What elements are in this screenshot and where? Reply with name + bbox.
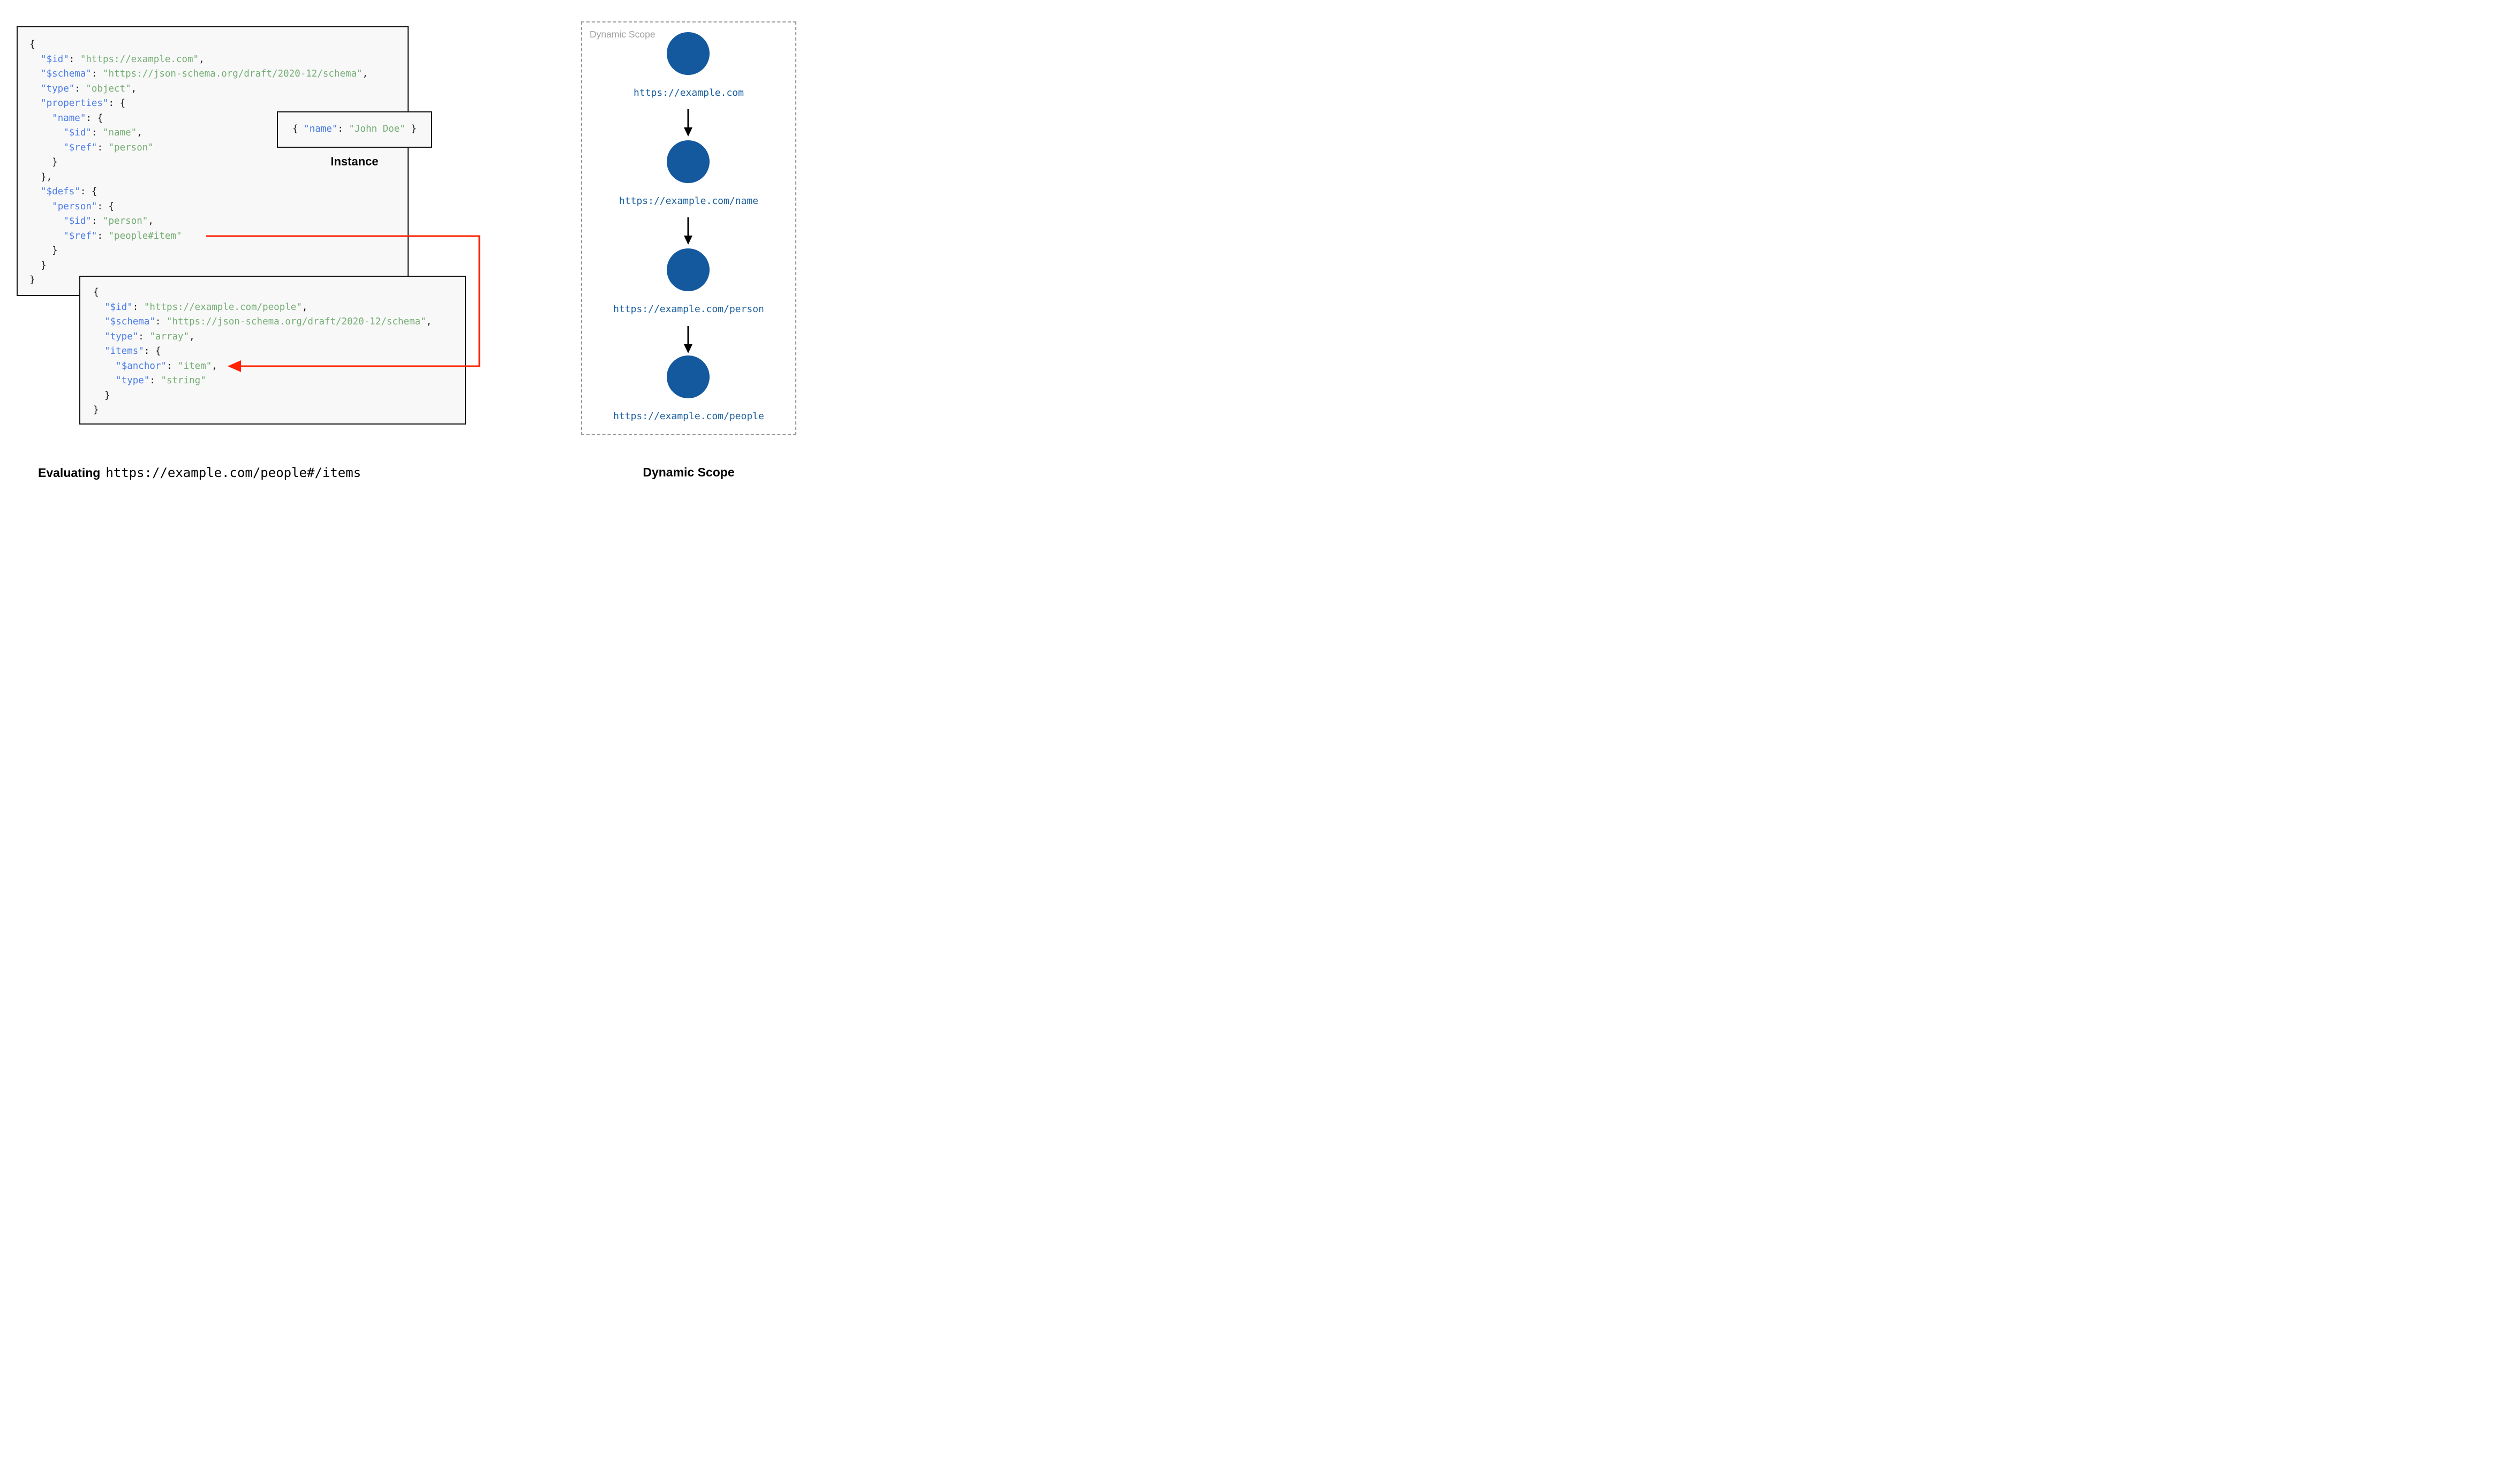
code-line: "$id": "person", (63, 216, 154, 226)
code-line: "$id": "name", (63, 127, 142, 138)
code-line: "$id": "https://example.com/people", (104, 301, 308, 313)
scope-node-circle (667, 248, 710, 291)
instance-box: { "name": "John Doe" } (277, 111, 432, 148)
code-line: { "name": "John Doe" } (292, 124, 417, 135)
scope-node-label: https://example.com/person (613, 304, 764, 315)
down-arrow-icon (684, 109, 692, 137)
dynamic-scope-caption: Dynamic Scope (643, 465, 735, 479)
code-line: { (29, 39, 35, 50)
code-line: "type": "array", (104, 331, 195, 342)
people-schema-code-block: { "$id": "https://example.com/people", "… (79, 276, 466, 425)
scope-node-circle (667, 32, 710, 75)
code-line: } (93, 390, 110, 401)
instance-caption: Instance (330, 155, 379, 168)
code-line: } (29, 275, 35, 285)
code-line: "$defs": { (41, 186, 97, 197)
dynamic-scope-watermark: Dynamic Scope (590, 29, 655, 40)
code-line: } (29, 260, 47, 271)
code-line: { (93, 287, 99, 298)
scope-node-label: https://example.com/name (619, 195, 759, 207)
dynamic-scope-panel: Dynamic Scope https://example.com https:… (581, 21, 796, 435)
code-line: "items": { (104, 346, 161, 357)
code-line: "$ref": "people#item" (63, 230, 182, 241)
code-line: }, (29, 171, 52, 183)
code-line: "$anchor": "item", (116, 360, 217, 372)
code-line: } (93, 405, 99, 415)
code-line: "$schema": "https://json-schema.org/draf… (41, 69, 368, 79)
scope-node-circle (667, 140, 710, 183)
evaluating-uri: https://example.com/people#/items (105, 465, 361, 480)
code-line: "name": { (52, 112, 103, 124)
code-line: "$ref": "person" (63, 142, 154, 153)
evaluating-prefix: Evaluating (38, 466, 101, 480)
down-arrow-icon (684, 217, 692, 245)
code-line: "type": "string" (116, 375, 206, 386)
scope-node-label: https://example.com (634, 87, 744, 99)
diagram-canvas: { "$id": "https://example.com", "$schema… (0, 0, 839, 495)
code-line: "type": "object", (41, 83, 137, 94)
scope-node-circle (667, 355, 710, 398)
down-arrow-icon (684, 326, 692, 353)
code-line: "$id": "https://example.com", (41, 54, 205, 65)
scope-node-label: https://example.com/people (613, 411, 764, 422)
code-line: } (29, 157, 58, 168)
evaluating-caption: Evaluating https://example.com/people#/i… (38, 465, 361, 480)
code-line: "person": { (52, 201, 115, 212)
code-line: } (29, 245, 58, 256)
code-line: "properties": { (41, 98, 126, 109)
code-line: "$schema": "https://json-schema.org/draf… (104, 316, 432, 327)
